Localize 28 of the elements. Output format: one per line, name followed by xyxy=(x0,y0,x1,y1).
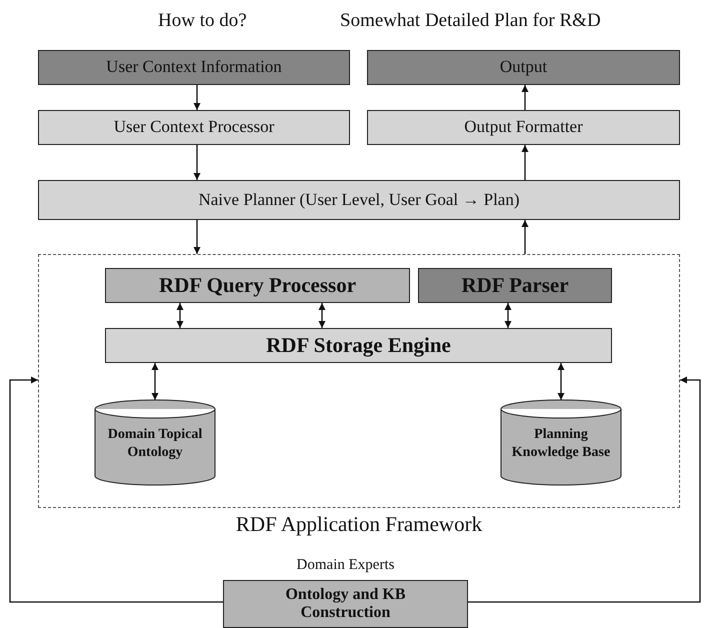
container-heading: RDF Application Framework xyxy=(234,512,484,537)
arrow xyxy=(194,145,200,180)
arrow xyxy=(522,85,528,110)
process-box: User Context Processor xyxy=(38,110,350,145)
arrow xyxy=(194,85,200,110)
arrow xyxy=(9,376,223,603)
box-label: Ontology and KB Construction xyxy=(284,586,407,622)
process-box: RDF Query Processor xyxy=(105,268,410,303)
role-label: Domain Experts xyxy=(296,557,396,574)
process-box: Output Formatter xyxy=(367,110,680,145)
arrow xyxy=(558,363,564,400)
arrow xyxy=(152,363,158,400)
process-box: RDF Parser xyxy=(418,268,612,303)
heading-text: How to do? xyxy=(158,10,247,32)
arrow xyxy=(318,303,326,328)
arrow xyxy=(194,220,200,254)
process-box: User Context Information xyxy=(38,50,350,85)
heading-text: Somewhat Detailed Plan for R&D xyxy=(340,10,601,32)
arrow xyxy=(522,145,528,180)
arrow xyxy=(504,303,512,328)
database-label: Planning Knowledge Base xyxy=(510,426,612,462)
process-box: RDF Storage Engine xyxy=(105,328,612,363)
process-box: Output xyxy=(367,50,680,85)
arrow xyxy=(176,303,184,328)
database-label: Domain Topical Ontology xyxy=(106,426,204,462)
arrow xyxy=(522,220,528,254)
process-box: Naive Planner (User Level, User Goal → Plan) xyxy=(38,180,680,220)
arrow xyxy=(468,376,701,603)
